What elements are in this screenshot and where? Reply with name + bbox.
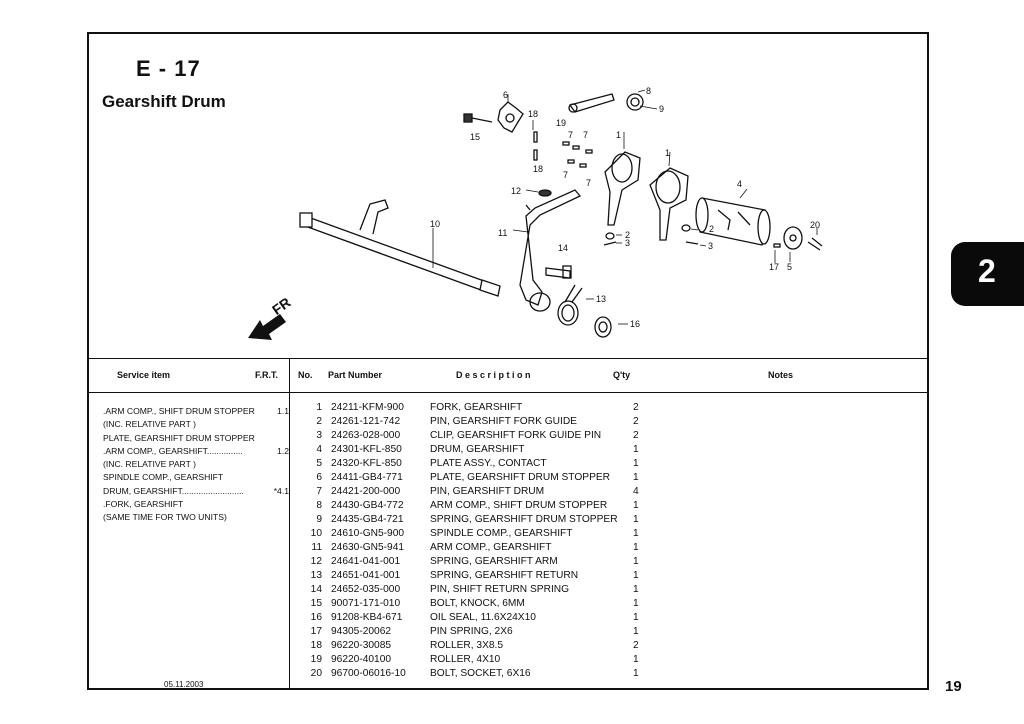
socket-bolt: [807, 237, 823, 251]
fork-gearshift-1: [604, 151, 641, 226]
service-item-row: PLATE, GEARSHIFT DRUM STOPPER: [103, 432, 255, 443]
parts-diagram: 1 1 2 2 3 3 4 5 6 7 7 7 7 8 9 10 11 12 1…: [248, 86, 823, 340]
drum-stopper-plate: [497, 101, 524, 133]
drum-stopper-spring: [626, 93, 644, 111]
callout-13: 13: [596, 294, 606, 304]
service-item-row: SPINDLE COMP., GEARSHIFT: [103, 472, 224, 483]
return-spring: [557, 284, 583, 326]
section-tab: [951, 242, 1024, 306]
service-item-row: (INC. RELATIVE PART ): [103, 459, 196, 470]
spring-gearshift-arm: [538, 189, 552, 197]
service-item-row: (SAME TIME FOR TWO UNITS): [103, 512, 227, 523]
service-item-row: DRUM, GEARSHIFT.........................…: [103, 485, 289, 496]
shift-return-pin: [545, 265, 572, 279]
spindle-shaft: [299, 199, 501, 297]
callout-2b: 2: [709, 224, 714, 234]
table-top-rule: [87, 358, 929, 359]
callout-11: 11: [498, 228, 507, 238]
callout-15: 15: [470, 132, 480, 142]
page-title: Gearshift Drum: [102, 92, 226, 111]
callout-1b: 1: [665, 148, 670, 158]
callout-20: 20: [810, 220, 820, 230]
header-no: No.: [298, 370, 313, 380]
callout-14: 14: [558, 243, 568, 253]
callout-1: 1: [616, 130, 621, 140]
callout-6: 6: [503, 90, 508, 100]
service-item-row: (INC. RELATIVE PART ): [103, 419, 196, 430]
knock-bolt: [463, 113, 493, 123]
page-number: 19: [945, 678, 962, 695]
header-service-item: Service item: [117, 370, 171, 380]
table-column-rule: [289, 358, 290, 690]
callout-7d: 7: [563, 170, 568, 180]
drum-stopper-arm: [568, 93, 615, 113]
callout-12: 12: [511, 186, 521, 196]
page-frame: [87, 32, 929, 690]
oil-seal: [594, 316, 612, 338]
callout-16: 16: [630, 319, 640, 329]
callout-10: 10: [430, 219, 440, 229]
header-description: D e s c r i p t i o n: [456, 370, 531, 380]
header-frt: F.R.T.: [255, 370, 279, 380]
small-pins-rollers: [533, 131, 781, 248]
fork-gearshift-2: [649, 167, 689, 241]
callout-7b: 7: [583, 130, 588, 140]
page-code: E - 17: [136, 56, 201, 81]
callout-3: 3: [625, 238, 630, 248]
callout-8: 8: [646, 86, 651, 96]
gearshift-arm: [519, 189, 582, 312]
callout-17: 17: [769, 262, 779, 272]
callout-4: 4: [737, 179, 742, 189]
gearshift-drum: [695, 197, 771, 246]
callout-18b: 18: [533, 164, 543, 174]
callout-9: 9: [659, 104, 664, 114]
header-part-number: Part Number: [328, 370, 383, 380]
contact-plate: [783, 226, 803, 250]
callout-7c: 7: [586, 178, 591, 188]
callout-19: 19: [556, 118, 566, 128]
callout-7: 7: [568, 130, 573, 140]
service-item-row: .ARM COMP., GEARSHIFT...............1.2: [103, 445, 289, 456]
callout-5: 5: [787, 262, 792, 272]
front-arrow-icon: [248, 314, 286, 340]
callout-18: 18: [528, 109, 538, 119]
section-tab-label: 2: [978, 253, 996, 289]
header-qty: Q'ty: [613, 370, 631, 380]
service-item-row: .FORK, GEARSHIFT: [103, 499, 184, 510]
footer-date: 05.11.2003: [164, 680, 204, 689]
table-header-rule: [87, 392, 929, 393]
callout-2: 2: [625, 230, 630, 240]
callout-3b: 3: [708, 241, 713, 251]
header-notes: Notes: [768, 370, 794, 380]
